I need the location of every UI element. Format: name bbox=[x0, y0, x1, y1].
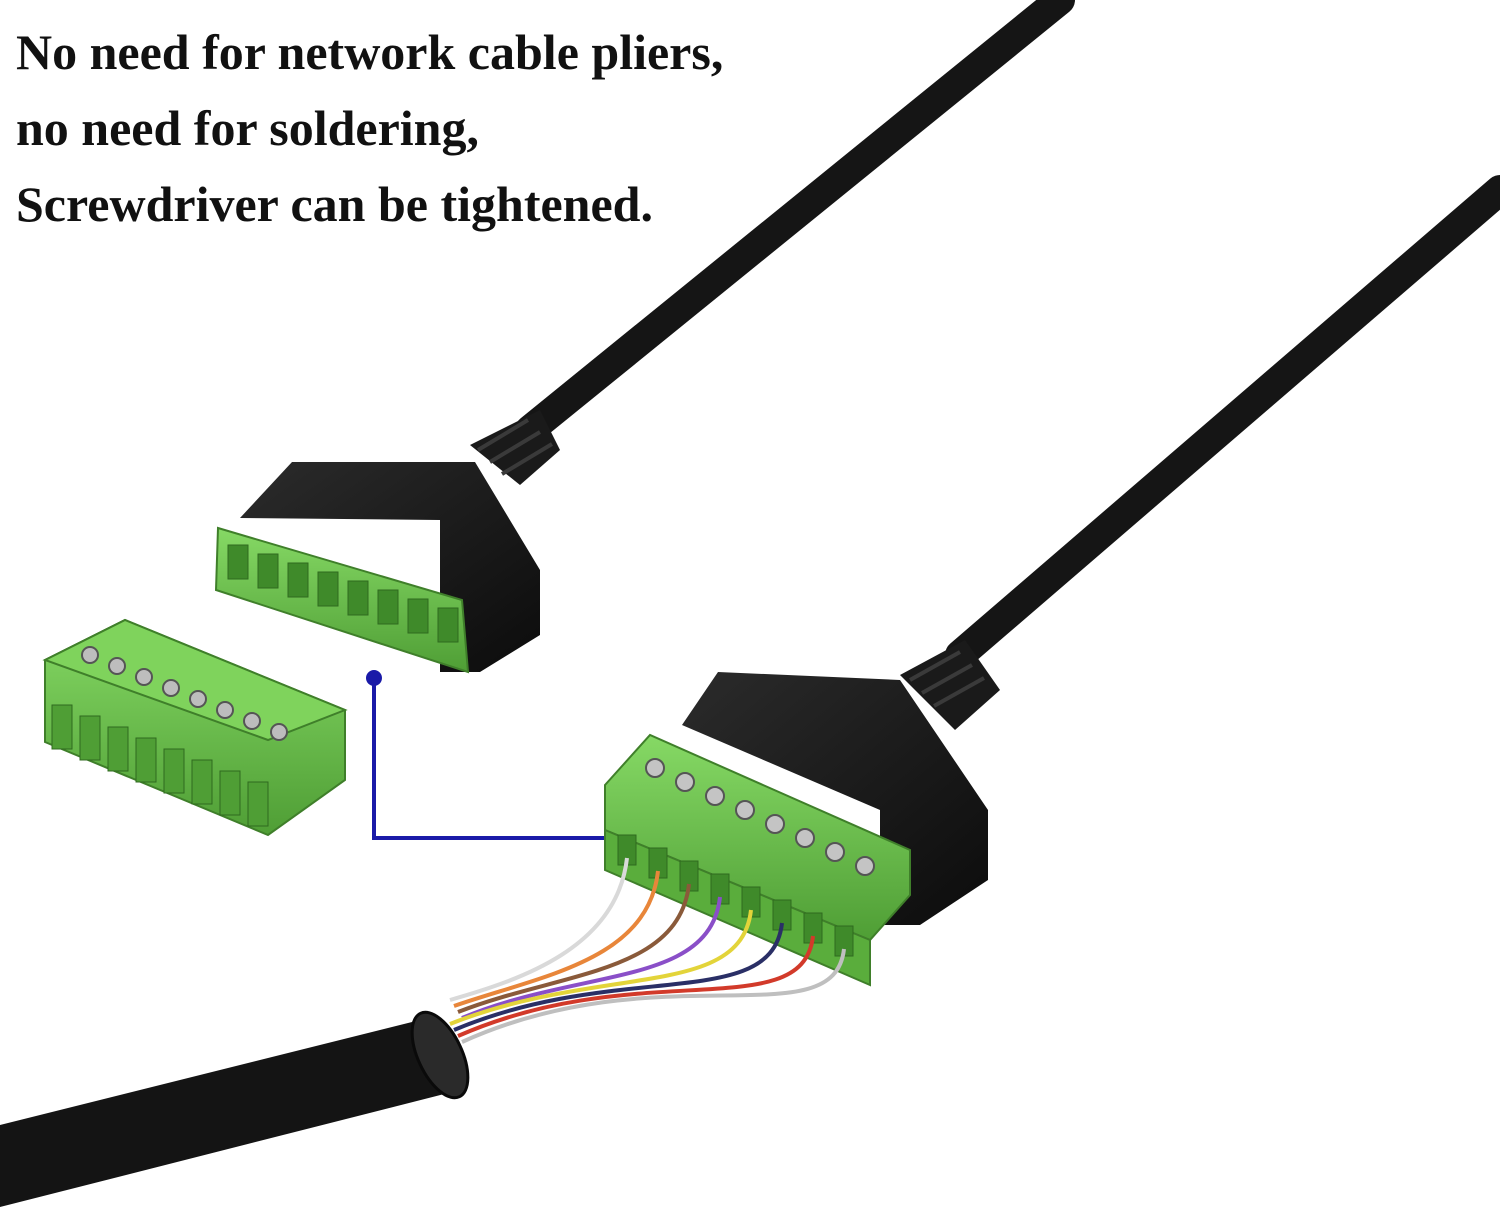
socket-slot bbox=[317, 571, 339, 607]
caption-line-1: No need for network cable pliers, bbox=[16, 24, 724, 80]
screw-icon bbox=[645, 758, 665, 778]
screw-icon bbox=[855, 856, 875, 876]
wire bbox=[449, 857, 629, 1002]
right-connector-housing bbox=[682, 672, 988, 925]
screw-icon bbox=[135, 668, 153, 686]
upper-green-terminal bbox=[214, 526, 470, 674]
right-strain-relief bbox=[900, 640, 1000, 730]
right-green-terminal bbox=[604, 733, 911, 987]
colored-wires bbox=[449, 857, 846, 1044]
right-cable bbox=[945, 175, 1500, 670]
socket-slot bbox=[257, 553, 279, 589]
wire-entry-slot bbox=[247, 781, 269, 827]
caption-line-2: no need for soldering, bbox=[16, 100, 479, 156]
wire-entry-slot bbox=[79, 715, 101, 761]
socket-slot bbox=[377, 589, 399, 625]
upper-strain-relief bbox=[470, 410, 560, 485]
wire bbox=[461, 948, 846, 1044]
wire-entry-slot bbox=[51, 704, 73, 750]
screw-icon bbox=[795, 828, 815, 848]
socket-slot bbox=[407, 598, 429, 634]
wire-entry-slot bbox=[163, 748, 185, 794]
wire bbox=[461, 896, 722, 1020]
screw-icon bbox=[825, 842, 845, 862]
caption-line-3: Screwdriver can be tightened. bbox=[16, 176, 653, 232]
wire bbox=[457, 935, 815, 1038]
screw-icon bbox=[189, 690, 207, 708]
pointer-callout bbox=[366, 670, 604, 840]
wire-entry-slot bbox=[219, 770, 241, 816]
socket-slot bbox=[347, 580, 369, 616]
wire bbox=[453, 870, 660, 1008]
screw-icon bbox=[705, 786, 725, 806]
screw-icon bbox=[735, 800, 755, 820]
screw-icon bbox=[216, 701, 234, 719]
screw-icon bbox=[270, 723, 288, 741]
wire bbox=[449, 909, 753, 1026]
wire bbox=[457, 883, 691, 1014]
screw-icon bbox=[243, 712, 261, 730]
wire bbox=[453, 922, 784, 1032]
lower-cable bbox=[0, 1010, 470, 1207]
upper-cable bbox=[515, 0, 1075, 445]
socket-slot bbox=[287, 562, 309, 598]
wire-entry-slot bbox=[191, 759, 213, 805]
loose-terminal-plug bbox=[42, 618, 348, 837]
screw-icon bbox=[675, 772, 695, 792]
socket-slot bbox=[437, 607, 459, 643]
screw-icon bbox=[81, 646, 99, 664]
upper-connector-housing bbox=[240, 462, 540, 672]
screw-icon bbox=[162, 679, 180, 697]
screw-icon bbox=[765, 814, 785, 834]
wire-entry-slot bbox=[107, 726, 129, 772]
wire-entry-slot bbox=[135, 737, 157, 783]
caption: No need for network cable pliers, no nee… bbox=[16, 14, 723, 242]
screw-icon bbox=[108, 657, 126, 675]
socket-slot bbox=[227, 544, 249, 580]
